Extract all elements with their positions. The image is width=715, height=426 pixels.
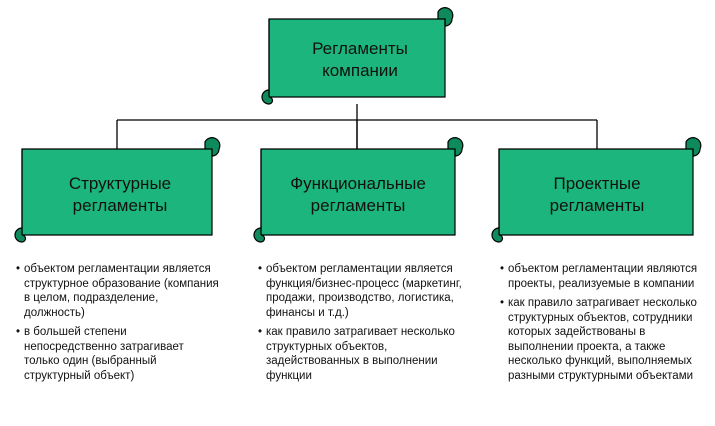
project-note-2-text: как правило затрагивает несколько структ… [508, 297, 697, 382]
structural-node-label: Структурные регламенты [28, 165, 212, 225]
scroll-bottom-curl [491, 227, 504, 243]
project-note-1-text: объектом регламентации являются проекты,… [508, 263, 698, 290]
structural-scroll-shape [14, 137, 221, 243]
project-note-1: • объектом регламентации являются проект… [500, 262, 706, 291]
functional-note-2: • как правило затрагивает несколько стру… [258, 325, 474, 383]
scroll-bottom-curl [253, 227, 266, 243]
bullet-mark: • [500, 297, 505, 309]
project-title-line2: регламенты [549, 196, 645, 215]
functional-note-2-text: как правило затрагивает несколько структ… [266, 326, 455, 382]
scroll-bottom-curl [14, 227, 27, 243]
project-scroll-shape [491, 137, 702, 243]
project-title-line1: Проектные [553, 174, 641, 193]
functional-note-1: • объектом регламентации является функци… [258, 262, 474, 320]
bullet-mark: • [258, 326, 263, 338]
project-node-label: Проектные регламенты [505, 165, 689, 225]
root-node-label: Регламенты компании [285, 30, 435, 90]
functional-title-line1: Функциональные [290, 174, 426, 193]
functional-note-1-text: объектом регламентации является функция/… [266, 263, 462, 319]
structural-notes: • объектом регламентации является структ… [16, 262, 222, 388]
root-title-line1: Регламенты [312, 39, 408, 58]
structural-title-line2: регламенты [72, 196, 168, 215]
root-title-line2: компании [322, 61, 398, 80]
scroll-bottom-curl [261, 89, 274, 105]
functional-node-label: Функциональные регламенты [266, 165, 450, 225]
bullet-mark: • [500, 263, 505, 275]
functional-notes: • объектом регламентации является функци… [258, 262, 474, 388]
bullet-mark: • [16, 326, 21, 338]
functional-scroll-shape [253, 137, 464, 243]
structural-note-1: • объектом регламентации является структ… [16, 262, 222, 320]
bullet-mark: • [258, 263, 263, 275]
structural-note-2-text: в большей степени непосредственно затраг… [24, 326, 184, 382]
project-notes: • объектом регламентации являются проект… [500, 262, 706, 388]
functional-title-line2: регламенты [310, 196, 406, 215]
structural-title-line1: Структурные [68, 174, 172, 193]
structural-note-2: • в большей степени непосредственно затр… [16, 325, 222, 383]
root-scroll-shape [261, 7, 454, 105]
bullet-mark: • [16, 263, 21, 275]
structural-note-1-text: объектом регламентации является структур… [24, 263, 219, 319]
project-note-2: • как правило затрагивает несколько стру… [500, 296, 706, 383]
